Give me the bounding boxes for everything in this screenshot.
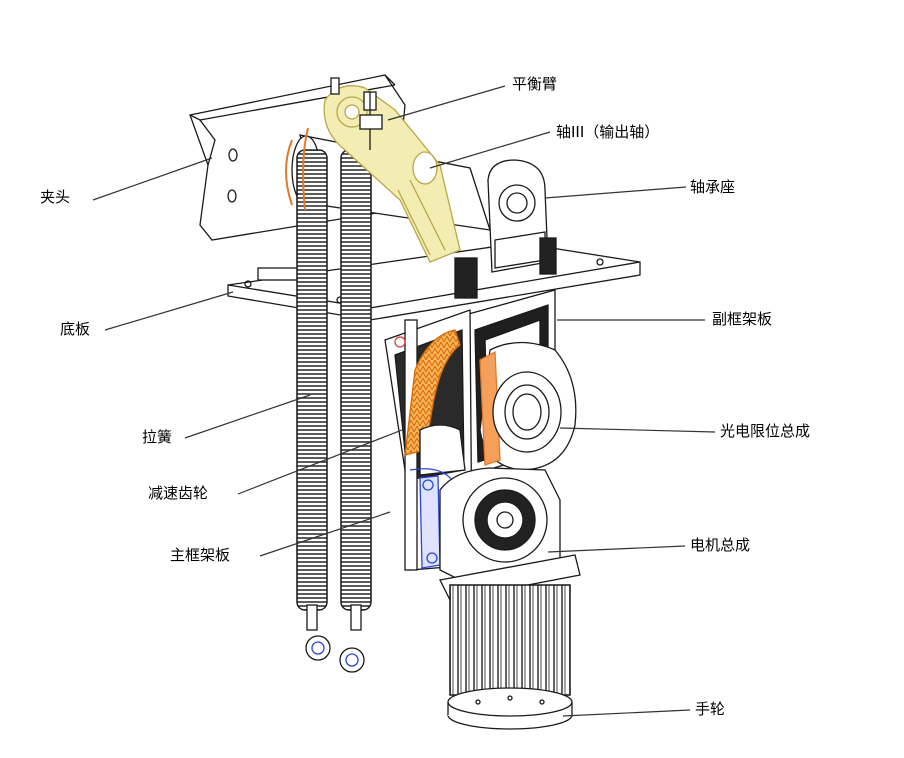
label-reducer-gear: 减速齿轮 bbox=[148, 484, 209, 502]
bearing-seat bbox=[454, 159, 557, 299]
arm-bolts bbox=[330, 77, 383, 150]
handwheel bbox=[447, 687, 573, 730]
machine-body bbox=[92, 74, 716, 730]
label-limit-switch: 光电限位总成 bbox=[720, 422, 811, 440]
reducer-gear bbox=[404, 329, 466, 476]
label-clamp: 夹头 bbox=[40, 188, 71, 206]
label-base-plate: 底板 bbox=[60, 320, 91, 338]
tension-springs bbox=[296, 149, 372, 673]
label-spring: 拉簧 bbox=[142, 428, 173, 446]
motor-assembly bbox=[439, 467, 581, 696]
label-output-shaft: 轴III（输出轴） bbox=[556, 123, 660, 141]
label-motor-assembly: 电机总成 bbox=[690, 536, 751, 554]
label-sub-frame-plate: 副框架板 bbox=[712, 310, 773, 328]
label-bearing-seat: 轴承座 bbox=[690, 178, 736, 196]
label-main-frame-plate: 主框架板 bbox=[170, 546, 231, 564]
limit-switch-assembly bbox=[479, 341, 577, 471]
label-balance-arm: 平衡臂 bbox=[512, 75, 558, 93]
label-handwheel: 手轮 bbox=[695, 700, 726, 718]
leader-lines bbox=[92, 85, 716, 717]
